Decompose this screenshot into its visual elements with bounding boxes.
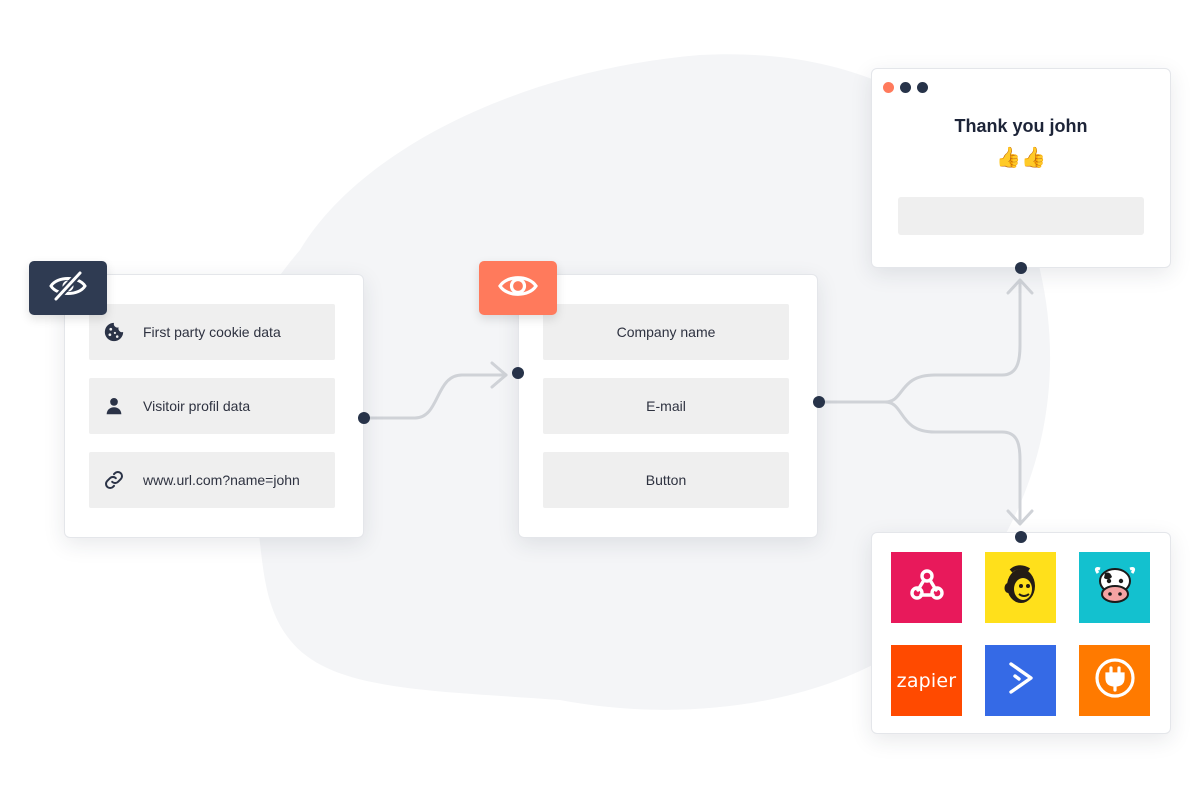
form-button[interactable]: Button [543, 452, 789, 508]
thank-you-window: Thank you john 👍👍 [871, 68, 1171, 268]
window-dot-close[interactable] [883, 82, 894, 93]
eye-off-icon [48, 270, 88, 307]
zapier-icon: zapier [896, 669, 957, 692]
mailchimp-icon [999, 561, 1043, 614]
eye-icon [497, 272, 539, 305]
cow-app-tile[interactable] [1079, 552, 1150, 623]
window-dot-minimize[interactable] [900, 82, 911, 93]
cow-mascot-icon [1092, 563, 1138, 612]
plug-icon [1093, 656, 1137, 705]
placeholder-bar [898, 197, 1144, 235]
thanks-input-node[interactable] [1015, 262, 1027, 274]
row-label: First party cookie data [143, 324, 281, 340]
source-output-node[interactable] [358, 412, 370, 424]
form-card: Company name E-mail Button [518, 274, 818, 538]
row-label: www.url.com?name=john [143, 472, 300, 488]
thumbs-up-icon: 👍👍 [996, 147, 1046, 169]
source-data-card: First party cookie data Visitoir profil … [64, 274, 364, 538]
user-icon [103, 395, 125, 417]
company-name-field[interactable]: Company name [543, 304, 789, 360]
integrations-input-node[interactable] [1015, 531, 1027, 543]
field-label: Company name [616, 324, 716, 340]
plugin-tile[interactable] [1079, 645, 1150, 716]
url-param-row[interactable]: www.url.com?name=john [89, 452, 335, 508]
visible-data-badge [479, 261, 557, 315]
form-output-node[interactable] [813, 396, 825, 408]
integrations-card: zapier [871, 532, 1171, 734]
webhook-icon [907, 565, 947, 610]
visitor-profile-row[interactable]: Visitoir profil data [89, 378, 335, 434]
hidden-data-badge [29, 261, 107, 315]
mailchimp-tile[interactable] [985, 552, 1056, 623]
link-icon [103, 469, 125, 491]
cookie-icon [103, 321, 125, 343]
cookie-data-row[interactable]: First party cookie data [89, 304, 335, 360]
button-label: Button [645, 472, 687, 488]
activecampaign-tile[interactable] [985, 645, 1056, 716]
email-field[interactable]: E-mail [543, 378, 789, 434]
zapier-tile[interactable]: zapier [891, 645, 962, 716]
webhook-tile[interactable] [891, 552, 962, 623]
thank-you-title: Thank you john [954, 116, 1088, 136]
row-label: Visitoir profil data [143, 398, 251, 414]
activecampaign-icon [1003, 658, 1039, 703]
form-input-node[interactable] [512, 367, 524, 379]
field-label: E-mail [646, 398, 686, 414]
window-dot-maximize[interactable] [917, 82, 928, 93]
